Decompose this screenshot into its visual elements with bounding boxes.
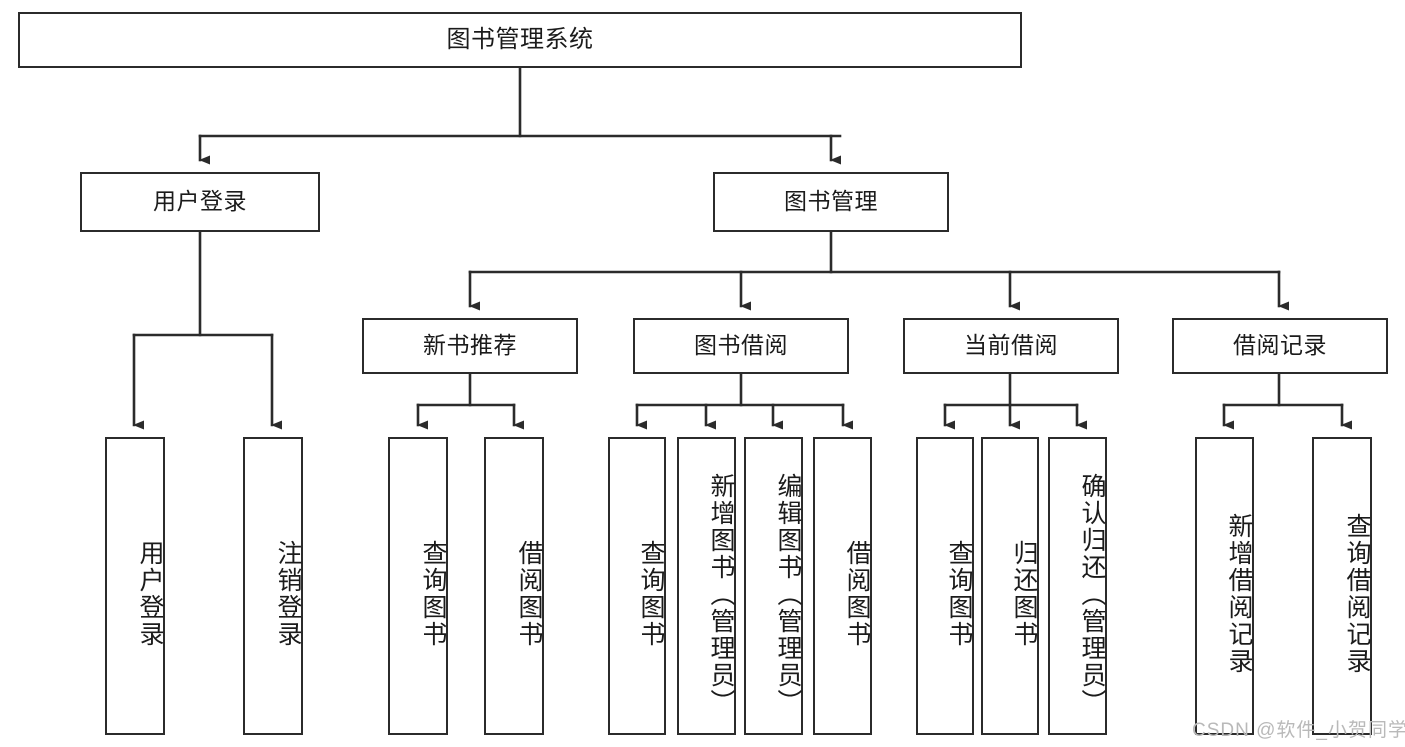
node-current-borrow[interactable]: 当前借阅: [903, 318, 1119, 374]
leaf-logout-login[interactable]: 注销登录: [243, 437, 303, 735]
node-user-login[interactable]: 用户登录: [80, 172, 320, 232]
leaf-add-book-admin[interactable]: 新增图书（管理员）: [677, 437, 736, 735]
leaf-borrow-book[interactable]: 借阅图书: [813, 437, 872, 735]
csdn-watermark: CSDN @软件_小贺同学: [1192, 720, 1405, 741]
node-root[interactable]: 图书管理系统: [18, 12, 1022, 68]
node-new-book-recommend[interactable]: 新书推荐: [362, 318, 578, 374]
leaf-add-borrow-record[interactable]: 新增借阅记录: [1195, 437, 1254, 735]
node-borrow-record[interactable]: 借阅记录: [1172, 318, 1388, 374]
leaf-return-book[interactable]: 归还图书: [981, 437, 1039, 735]
leaf-query-book-borrow[interactable]: 查询图书: [608, 437, 666, 735]
node-book-manage[interactable]: 图书管理: [713, 172, 949, 232]
leaf-query-book-recommend[interactable]: 查询图书: [388, 437, 448, 735]
leaf-borrow-book-recommend[interactable]: 借阅图书: [484, 437, 544, 735]
leaf-query-book-current[interactable]: 查询图书: [916, 437, 974, 735]
leaf-confirm-return-admin[interactable]: 确认归还（管理员）: [1048, 437, 1107, 735]
node-book-borrow[interactable]: 图书借阅: [633, 318, 849, 374]
leaf-user-login[interactable]: 用户登录: [105, 437, 165, 735]
leaf-query-borrow-record[interactable]: 查询借阅记录: [1312, 437, 1372, 735]
leaf-edit-book-admin[interactable]: 编辑图书（管理员）: [744, 437, 803, 735]
